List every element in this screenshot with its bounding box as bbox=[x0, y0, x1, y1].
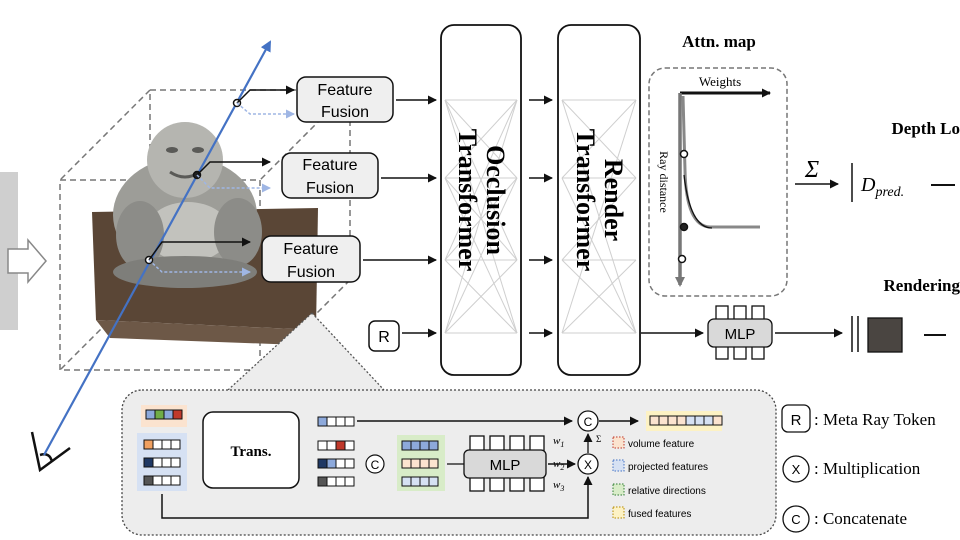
legend-symbol-r: R bbox=[791, 412, 802, 429]
detail-concat-symbol: C bbox=[371, 458, 380, 472]
feature-fusion-3-line2: Fusion bbox=[287, 264, 335, 281]
rendering-title: Rendering bbox=[884, 276, 960, 295]
feature-fusion-2-line1: Feature bbox=[302, 157, 357, 174]
legend-volume-feature: volume feature bbox=[628, 439, 695, 450]
occlusion-transformer-line1: Occlusion bbox=[481, 145, 510, 255]
feature-fusion-1-line2: Fusion bbox=[321, 104, 369, 121]
statue-illustration bbox=[92, 122, 318, 345]
weight-w3: w3 bbox=[553, 479, 564, 493]
legend-symbol-c: C bbox=[791, 512, 800, 527]
render-transformer-line2: Transformer bbox=[571, 129, 600, 271]
detail-legend: volume feature projected features relati… bbox=[612, 436, 708, 520]
input-arrows-occlusion bbox=[363, 95, 437, 338]
attn-weights-label: Weights bbox=[699, 74, 741, 89]
legend-relative-directions: relative directions bbox=[628, 486, 706, 497]
attention-map-panel: Weights Ray distance bbox=[648, 67, 788, 297]
input-arrow bbox=[7, 237, 47, 285]
depth-output: Σ Dpred. bbox=[795, 157, 955, 202]
mlp-main-label: MLP bbox=[725, 326, 756, 343]
detail-sum-symbol: Σ bbox=[596, 434, 601, 444]
symbol-legend: R : Meta Ray Token X : Multiplication C … bbox=[781, 404, 936, 533]
zoom-callout-wedge bbox=[228, 313, 384, 390]
svg-text:R: R bbox=[378, 329, 390, 346]
feature-fusion-box-1: Feature Fusion bbox=[296, 76, 394, 123]
rendered-color-swatch bbox=[867, 317, 903, 353]
occlusion-transformer-line2: Transformer bbox=[453, 129, 482, 271]
legend-projected-features: projected features bbox=[628, 462, 708, 473]
depth-pred-symbol: Dpred. bbox=[860, 174, 904, 200]
feature-fusion-3-line1: Feature bbox=[283, 241, 338, 258]
legend-fused-features: fused features bbox=[628, 509, 691, 520]
attn-ray-distance-label: Ray distance bbox=[657, 151, 671, 213]
depth-loss-title: Depth Lo bbox=[892, 119, 960, 138]
trans-block-label: Trans. bbox=[231, 444, 272, 460]
render-transformer: Render Transformer bbox=[557, 24, 641, 376]
depth-sigma: Σ bbox=[804, 157, 819, 183]
attn-map-title: Attn. map bbox=[682, 32, 756, 51]
feature-fusion-1-line1: Feature bbox=[317, 82, 372, 99]
weight-w1: w1 bbox=[553, 435, 564, 449]
legend-text-multiplication: : Multiplication bbox=[814, 459, 921, 478]
camera-eye-icon bbox=[30, 431, 71, 473]
meta-ray-token: R bbox=[368, 320, 400, 352]
legend-text-concatenate: : Concatenate bbox=[814, 509, 907, 528]
detail-multiply-circle: X bbox=[584, 458, 592, 472]
feature-fusion-detail-panel: Trans. C bbox=[121, 389, 777, 536]
legend-symbol-x: X bbox=[792, 462, 801, 477]
detail-concat-circle: C bbox=[584, 415, 593, 429]
legend-text-meta-ray-token: : Meta Ray Token bbox=[814, 410, 936, 429]
feature-fusion-box-3: Feature Fusion bbox=[261, 235, 361, 283]
mlp-block-main: MLP bbox=[707, 305, 773, 360]
occlusion-transformer: Occlusion Transformer bbox=[440, 24, 522, 376]
render-transformer-line1: Render bbox=[599, 159, 628, 241]
detail-mlp-label: MLP bbox=[490, 457, 521, 474]
rendering-output bbox=[851, 316, 946, 353]
feature-fusion-2-line2: Fusion bbox=[306, 180, 354, 197]
ray-sample-connectors bbox=[144, 85, 295, 277]
feature-fusion-box-2: Feature Fusion bbox=[281, 152, 379, 199]
arrows-between-transformers bbox=[529, 95, 553, 338]
